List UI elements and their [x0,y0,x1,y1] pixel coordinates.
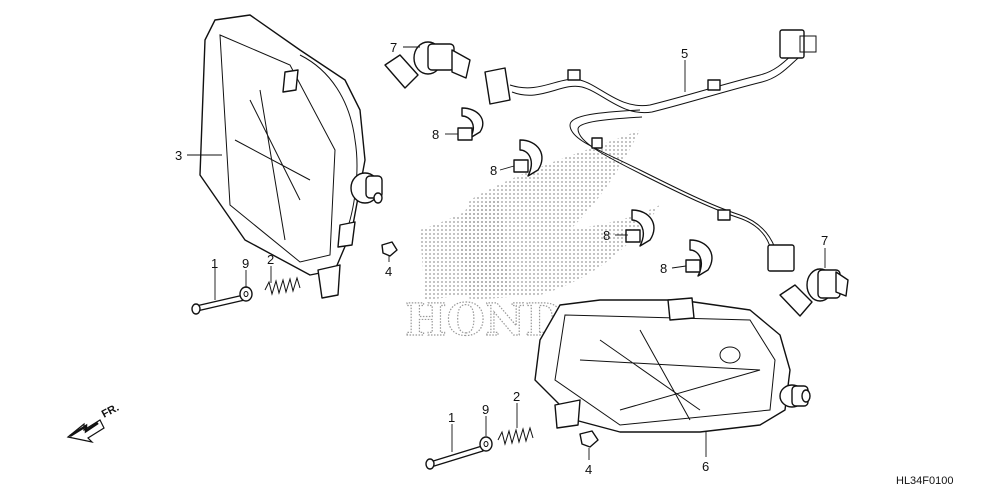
washer-right [479,436,493,452]
callout-bolt-left: 1 [211,256,218,271]
figure-code: HL34F0100 [896,475,954,487]
callout-bulb-left: 7 [390,40,397,55]
nut-right [579,430,599,448]
bolt-right [425,445,484,470]
clip-a [457,107,484,141]
callout-clip-c: 8 [603,228,610,243]
callout-spring-right: 2 [513,389,520,404]
callout-washer-right: 9 [482,402,489,417]
callout-harness: 5 [681,46,688,61]
callout-bulb-right: 7 [821,233,828,248]
callout-clip-d: 8 [660,261,667,276]
honda-wing-watermark [420,130,660,300]
wiring-harness [484,29,817,272]
callout-nut-left: 4 [385,264,392,279]
washer-left [239,286,253,302]
callout-headlight-right: 6 [702,459,709,474]
spring-right [497,426,534,446]
headlight-right [534,297,811,433]
clip-d [685,239,713,277]
callout-headlight-left: 3 [175,148,182,163]
spring-left [264,276,301,296]
front-direction-label: FR. [100,402,121,421]
callout-washer-left: 9 [242,256,249,271]
callout-bolt-right: 1 [448,410,455,425]
bulb-left [384,41,471,89]
callout-spring-left: 2 [267,252,274,267]
callout-nut-right: 4 [585,462,592,477]
front-direction-arrow [66,419,105,443]
bulb-right [779,268,849,317]
clip-c [625,209,655,247]
callout-clip-a: 8 [432,127,439,142]
callout-clip-b: 8 [490,163,497,178]
nut-left [381,241,398,257]
clip-b [513,139,543,177]
headlight-left [199,14,383,299]
